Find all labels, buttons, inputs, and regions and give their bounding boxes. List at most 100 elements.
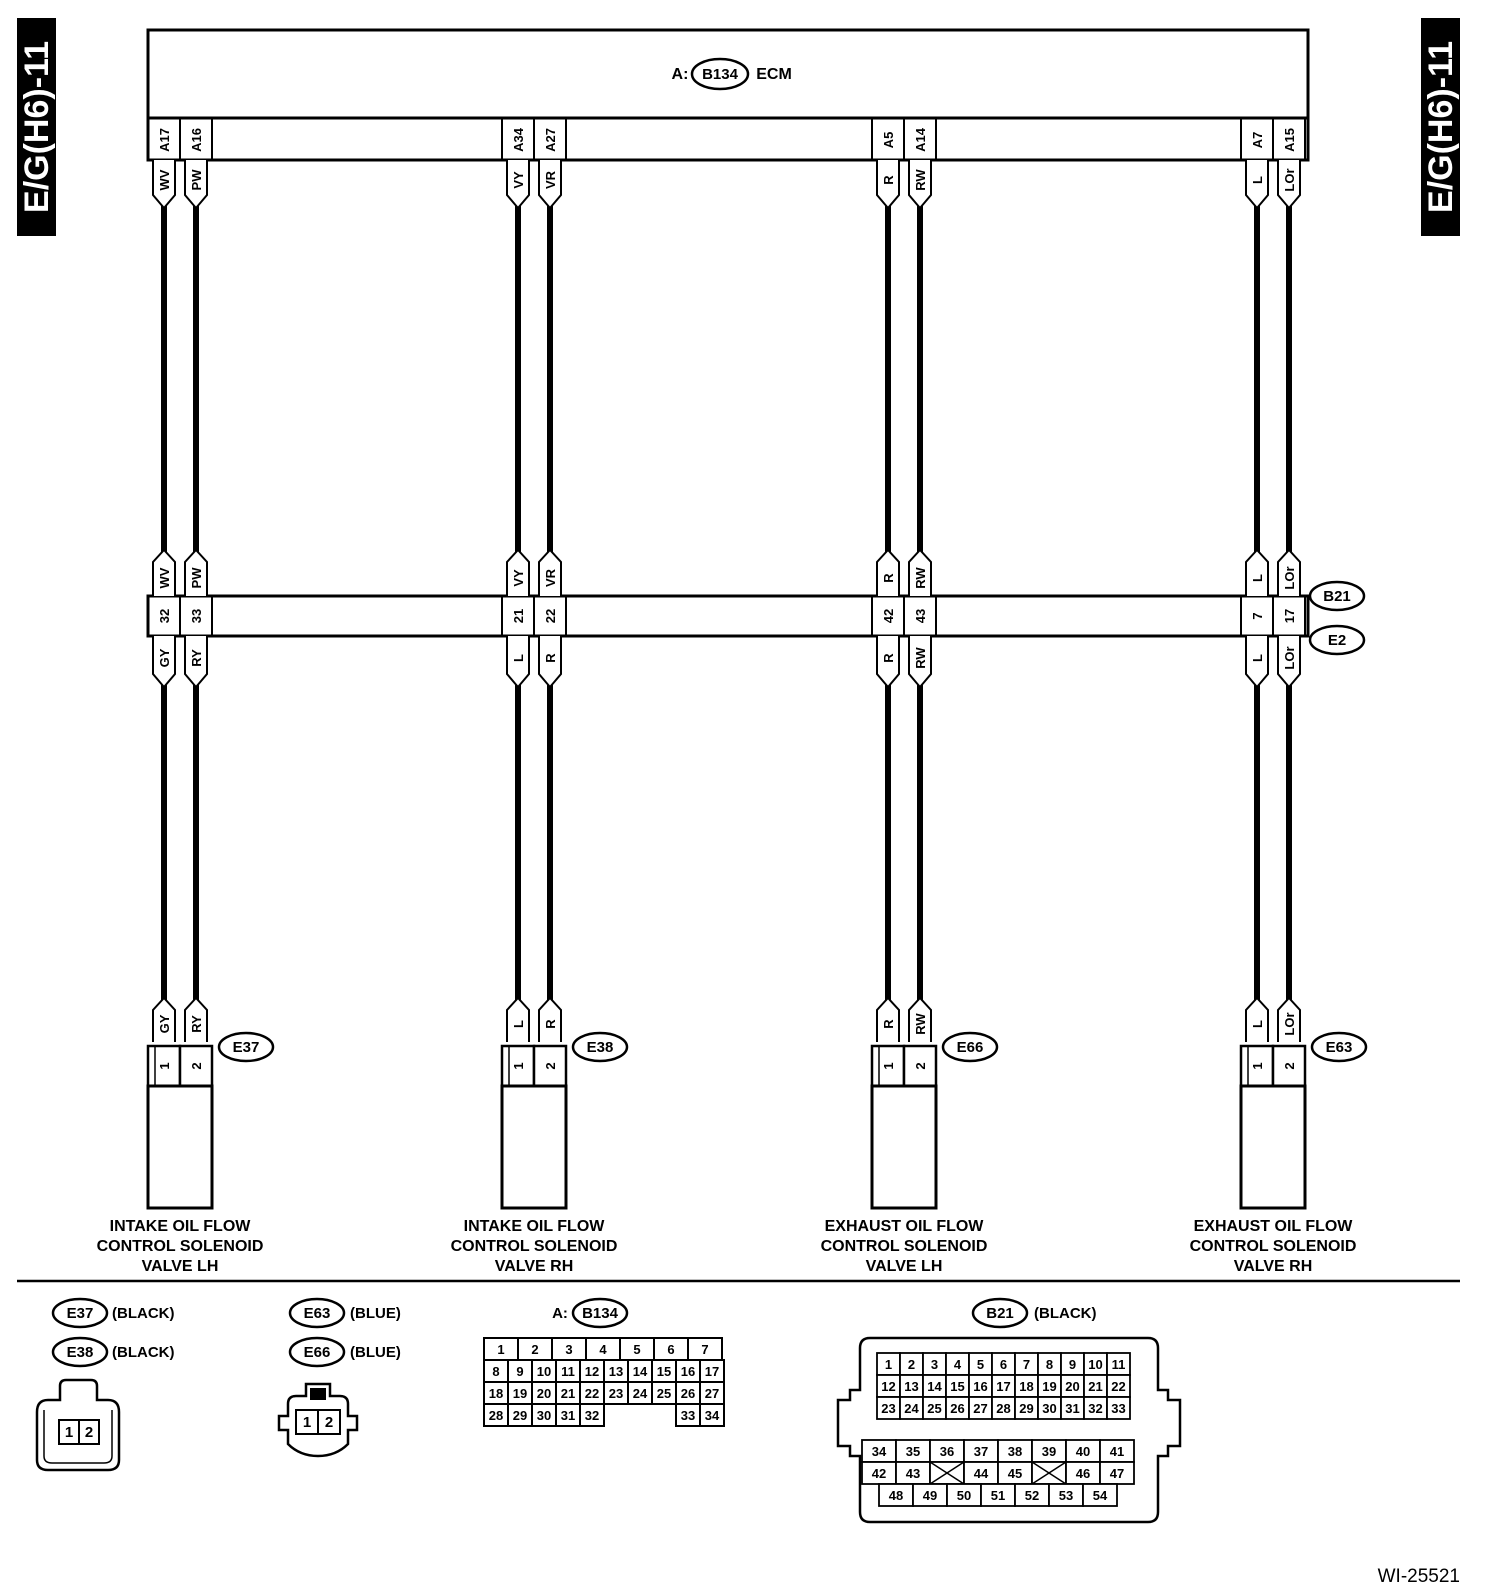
wire-color-tag: RW bbox=[913, 1013, 928, 1035]
device-label-line: CONTROL SOLENOID bbox=[1190, 1238, 1357, 1255]
b21-pin: 49 bbox=[923, 1488, 937, 1503]
ecm-pin-label: A17 bbox=[157, 128, 172, 152]
b134-pin: 29 bbox=[513, 1408, 527, 1423]
b21-pin: 39 bbox=[1042, 1444, 1056, 1459]
legend-b134-id: B134 bbox=[582, 1305, 619, 1322]
junction-pin-label: 33 bbox=[189, 609, 204, 623]
wire-color-tag: L bbox=[1250, 1020, 1265, 1028]
b21-pin: 44 bbox=[974, 1466, 989, 1481]
wire-color-tag: RW bbox=[913, 567, 928, 589]
solenoid-valve-body bbox=[500, 1084, 568, 1210]
device-label-line: VALVE LH bbox=[866, 1258, 943, 1275]
b134-pin: 4 bbox=[599, 1342, 607, 1357]
b21-pin: 22 bbox=[1111, 1379, 1125, 1394]
b21-pin: 15 bbox=[950, 1379, 964, 1394]
b134-pin: 21 bbox=[561, 1386, 575, 1401]
legend-e66-id: E66 bbox=[304, 1344, 331, 1361]
wire-color-tag: LOr bbox=[1282, 646, 1297, 669]
ecm-pin-label: A27 bbox=[543, 128, 558, 152]
device-pin-label: 2 bbox=[189, 1062, 204, 1069]
b21-pin: 51 bbox=[991, 1488, 1005, 1503]
wire-color-tag: VR bbox=[543, 568, 558, 587]
b21-pin: 10 bbox=[1088, 1357, 1102, 1372]
wire-color-tag: L bbox=[1250, 574, 1265, 582]
b21-pin: 32 bbox=[1088, 1401, 1102, 1416]
b21-pin: 48 bbox=[889, 1488, 903, 1503]
wire-color-tag: WV bbox=[157, 169, 172, 190]
wire-color-tag: R bbox=[881, 653, 896, 663]
device-label-line: INTAKE OIL FLOW bbox=[110, 1218, 252, 1235]
b134-pin: 34 bbox=[705, 1408, 720, 1423]
b21-pin: 50 bbox=[957, 1488, 971, 1503]
junction-pin-label: 22 bbox=[543, 609, 558, 623]
legend-black-connectors: E37 (BLACK) E38 (BLACK) 1 2 bbox=[35, 1297, 174, 1472]
wire-color-tag: VY bbox=[511, 171, 526, 189]
b134-pin: 2 bbox=[531, 1342, 538, 1357]
b21-pin: 54 bbox=[1093, 1488, 1108, 1503]
b21-pin: 28 bbox=[996, 1401, 1010, 1416]
legend-e66-color: (BLUE) bbox=[350, 1344, 401, 1361]
b21-pin: 41 bbox=[1110, 1444, 1124, 1459]
solenoid-valve-body bbox=[146, 1084, 214, 1210]
legend-black-pin-1: 1 bbox=[65, 1424, 73, 1441]
junction-pin-label: 7 bbox=[1250, 612, 1265, 619]
device-label-line: CONTROL SOLENOID bbox=[821, 1238, 988, 1255]
b21-pin: 42 bbox=[872, 1466, 886, 1481]
legend-e38-id: E38 bbox=[67, 1344, 94, 1361]
b21-pin: 35 bbox=[906, 1444, 920, 1459]
b134-pin: 6 bbox=[667, 1342, 674, 1357]
legend-b21-id: B21 bbox=[986, 1305, 1014, 1322]
wire-color-tag: WV bbox=[157, 567, 172, 588]
ecm-pin-label: A7 bbox=[1250, 132, 1265, 149]
b21-pin: 8 bbox=[1046, 1357, 1053, 1372]
device-pin-label: 2 bbox=[543, 1062, 558, 1069]
junction-pin-label: 17 bbox=[1282, 609, 1297, 623]
b134-pin: 17 bbox=[705, 1364, 719, 1379]
legend-blue-connectors: E63 (BLUE) E66 (BLUE) 1 2 bbox=[277, 1297, 401, 1458]
legend-b21-color: (BLACK) bbox=[1034, 1305, 1096, 1322]
b21-pin: 46 bbox=[1076, 1466, 1090, 1481]
b134-pin: 33 bbox=[681, 1408, 695, 1423]
legend-blue-pin-1: 1 bbox=[303, 1414, 311, 1431]
ecm-pin-label: A15 bbox=[1282, 128, 1297, 152]
junction-pin-label: 32 bbox=[157, 609, 172, 623]
b134-pin: 16 bbox=[681, 1364, 695, 1379]
device-connector-id: E38 bbox=[587, 1039, 614, 1056]
wire-color-tag: R bbox=[881, 1019, 896, 1029]
b21-pin: 23 bbox=[881, 1401, 895, 1416]
b21-pin: 3 bbox=[931, 1357, 938, 1372]
junction-connector: B21 E2 bbox=[146, 580, 1366, 656]
solenoid-valve-body bbox=[870, 1084, 938, 1210]
b21-pin: 11 bbox=[1112, 1357, 1126, 1372]
wire-color-tag: RW bbox=[913, 169, 928, 191]
side-tab-right: E/G(H6)-11 bbox=[1421, 18, 1460, 236]
ecm-pin-label: A16 bbox=[189, 128, 204, 152]
b21-pin: 29 bbox=[1019, 1401, 1033, 1416]
legend-e37-color: (BLACK) bbox=[112, 1305, 174, 1322]
b134-pin: 18 bbox=[489, 1386, 503, 1401]
b21-pin: 34 bbox=[872, 1444, 887, 1459]
b134-pin: 3 bbox=[565, 1342, 572, 1357]
b21-pin: 5 bbox=[977, 1357, 984, 1372]
b134-pin: 30 bbox=[537, 1408, 551, 1423]
b21-pin: 19 bbox=[1042, 1379, 1056, 1394]
b21-pin: 27 bbox=[973, 1401, 987, 1416]
b21-pin: 37 bbox=[974, 1444, 988, 1459]
e2-label: E2 bbox=[1328, 632, 1346, 649]
wire-color-tag: R bbox=[881, 573, 896, 583]
device-label-line: INTAKE OIL FLOW bbox=[464, 1218, 606, 1235]
wire-color-tag: GY bbox=[157, 648, 172, 667]
b21-pin: 9 bbox=[1069, 1357, 1076, 1372]
ecm-connector-id: B134 bbox=[702, 66, 739, 83]
b21-pin: 7 bbox=[1023, 1357, 1030, 1372]
ecm-box: A: B134 ECM bbox=[146, 28, 1310, 162]
b134-pin: 15 bbox=[657, 1364, 671, 1379]
b134-pin: 27 bbox=[705, 1386, 719, 1401]
b21-pin: 17 bbox=[996, 1379, 1010, 1394]
b21-pin: 13 bbox=[904, 1379, 918, 1394]
wire-color-tag: LOr bbox=[1282, 1012, 1297, 1035]
b21-pin: 21 bbox=[1088, 1379, 1102, 1394]
b134-pin: 11 bbox=[561, 1364, 575, 1379]
b134-pin: 32 bbox=[585, 1408, 599, 1423]
legend-e63-id: E63 bbox=[304, 1305, 331, 1322]
